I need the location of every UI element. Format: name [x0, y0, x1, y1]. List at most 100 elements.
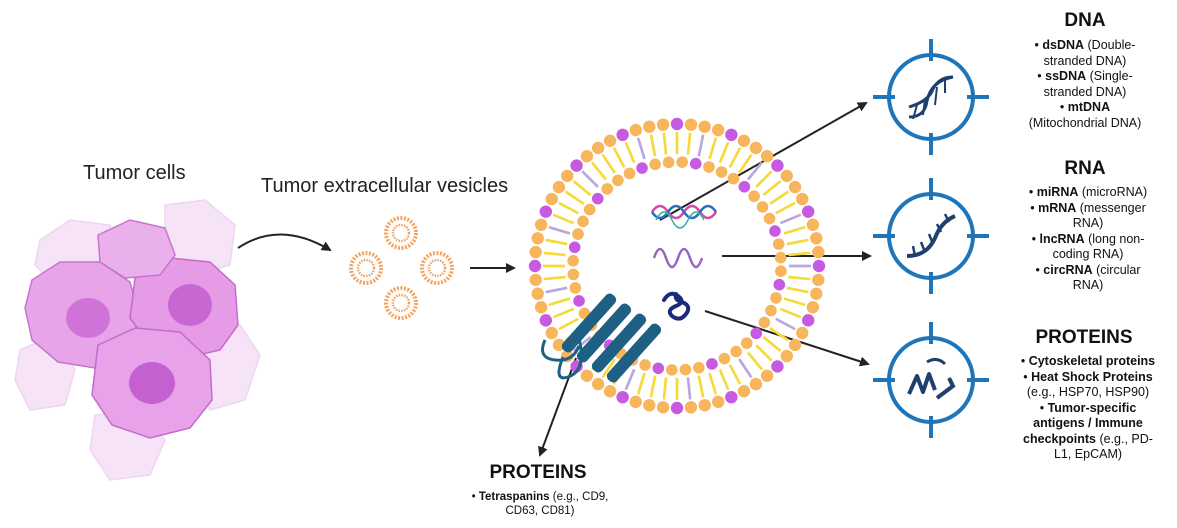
small-vesicle	[420, 251, 454, 285]
dna-item-cont: stranded DNA)	[1043, 53, 1127, 68]
dna-item-cont: stranded DNA)	[1043, 84, 1127, 99]
phospholipid-head	[623, 167, 636, 180]
phospholipid-head	[580, 150, 594, 163]
phospholipid-head	[684, 401, 698, 414]
phospholipid-head	[806, 218, 820, 231]
protein-item-cont: L1, EpCAM)	[1053, 447, 1123, 461]
phospholipid-head	[552, 338, 566, 352]
tetraspanin-protein	[541, 293, 662, 383]
phospholipid-head	[629, 395, 642, 409]
phospholipid-head	[810, 287, 823, 300]
arrow-to-dna	[659, 102, 868, 221]
phospholipid-head	[684, 118, 698, 131]
phospholipid-head	[788, 338, 802, 352]
proteins-title-right: PROTEINS	[1035, 327, 1133, 348]
dna-item: dsDNA (Double-	[1020, 38, 1150, 54]
phospholipid-head	[643, 399, 656, 412]
protein-item-cont: (e.g., HSP70, HSP90)	[1026, 385, 1150, 399]
phospholipid-head	[636, 162, 648, 174]
cell-nucleus	[66, 298, 110, 338]
tumor-cells-label: Tumor cells	[83, 162, 186, 184]
phospholipid-head	[539, 314, 553, 327]
phospholipid-head	[749, 377, 763, 391]
protein-item-cont: antigens / Immune	[1033, 416, 1143, 430]
small-vesicle	[384, 286, 418, 320]
dna-title: DNA	[1064, 10, 1106, 31]
dna-target-icon	[873, 39, 989, 155]
phospholipid-head	[662, 156, 675, 169]
dna-list: dsDNA (Double- stranded DNA) ssDNA (Sing…	[1020, 38, 1150, 131]
phospholipid-head	[643, 120, 656, 133]
rna-item-cont: coding RNA)	[1052, 247, 1124, 261]
protein-item: Heat Shock Proteins	[1008, 370, 1168, 386]
phospholipid-head	[580, 369, 594, 382]
phospholipid-head	[812, 259, 826, 273]
phospholipid-head	[740, 337, 753, 349]
rna-item: mRNA (messenger	[1018, 201, 1158, 217]
tetraspanins-item-cont: CD63, CD81)	[505, 505, 575, 517]
arrow-to-proteins	[704, 310, 870, 367]
phospholipid-head	[712, 123, 725, 137]
phospholipid-head	[765, 304, 777, 317]
tetraspanins-item: Tetraspanins (e.g., CD9,	[455, 490, 625, 504]
phospholipid-head	[725, 128, 738, 142]
phospholipid-head	[769, 225, 781, 237]
phospholipid-head	[591, 377, 605, 391]
phospholipid-head	[567, 255, 579, 267]
phospholipid-head	[656, 401, 670, 414]
phospholipid-head	[775, 265, 787, 277]
arrow-to-tetraspanins	[538, 357, 577, 457]
phospholipid-head	[772, 238, 785, 250]
protein-item: Cytoskeletal proteins	[1008, 354, 1168, 370]
phospholipid-head	[788, 180, 802, 194]
arrow-cells-to-ev	[237, 233, 332, 252]
phospholipid-head	[639, 359, 651, 371]
phospholipid-head	[561, 169, 574, 183]
phospholipid-head	[567, 268, 580, 281]
phospholipid-head	[529, 245, 542, 259]
phospholipid-head	[591, 192, 604, 205]
phospholipid-head	[676, 156, 688, 168]
phospholipid-head	[529, 273, 542, 287]
cell-main	[24, 219, 239, 439]
dna-item: mtDNA	[1020, 100, 1150, 116]
phospholipid-head	[773, 278, 786, 291]
dna-item-cont: (Mitochondrial DNA)	[1028, 115, 1142, 130]
small-vesicle	[349, 251, 383, 285]
phospholipid-head	[652, 362, 665, 375]
phospholipid-head	[771, 159, 784, 172]
phospholipid-head	[796, 192, 809, 206]
phospholipid-head	[603, 385, 617, 398]
small-vesicle	[384, 216, 418, 250]
phospholipid-head	[725, 390, 738, 404]
proteins-title-bottom: PROTEINS	[489, 462, 587, 483]
rna-target-icon	[873, 178, 989, 294]
phospholipid-head	[760, 369, 774, 382]
phospholipid-head	[780, 349, 793, 363]
phospholipid-head	[572, 228, 584, 240]
phospholipid-head	[703, 161, 715, 173]
vesicle-cargo	[650, 204, 718, 321]
phospholipid-head	[539, 205, 553, 218]
phospholipid-head	[552, 180, 566, 194]
phospholipid-head	[583, 203, 596, 216]
dna-helix-cargo	[650, 204, 718, 229]
phospholipid-head	[569, 282, 582, 294]
proteins-list-right: Cytoskeletal proteins Heat Shock Protein…	[1008, 354, 1168, 463]
phospholipid-head	[616, 390, 629, 404]
phospholipid-head	[810, 232, 823, 245]
phospholipid-head	[806, 301, 820, 314]
cell-nucleus	[168, 284, 212, 326]
phospholipid-head	[656, 118, 670, 131]
dna-item: ssDNA (Single-	[1020, 69, 1150, 85]
phospholipid-head	[780, 169, 793, 183]
protein-target-icon	[873, 322, 989, 438]
rna-strand-cargo	[652, 247, 704, 269]
rna-item: lncRNA (long non-	[1018, 232, 1158, 248]
phospholipid-head	[718, 352, 731, 365]
phospholipid-head	[670, 401, 684, 415]
phospholipid-head	[679, 363, 692, 376]
phospholipid-head	[577, 215, 589, 228]
tumor-cells-cluster	[14, 199, 261, 481]
